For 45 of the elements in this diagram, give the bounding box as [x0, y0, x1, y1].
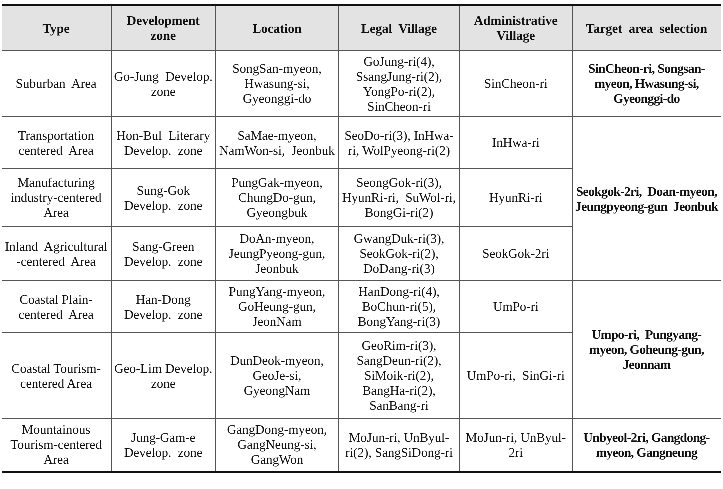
table-text: DoAn-myeon, JeungPyeong-gun, Jeonbuk: [229, 231, 326, 276]
row-header: Manufacturing industry-centered Area: [10, 175, 103, 220]
table-text: GwangDuk-ri(3), SeokGok-ri(2), DoDang-ri(3): [354, 231, 446, 276]
table-text: PungGak-myeon, ChungDo-gun, Gyeongbuk: [232, 175, 324, 220]
table-text: Sang-Green Develop. zone: [124, 238, 203, 268]
table-text: Hon-Bul Literary Develop. zone: [116, 128, 212, 158]
selection-text: SinCheon-ri, Songsan-myeon, Hwasung-si, Gyeonggi-do: [588, 61, 706, 106]
selection-text: Unbyeol-2ri, Gangdong-myeon, Gangneung: [584, 430, 710, 460]
table-text: HanDong-ri(4), BoChun-ri(5), BongYang-ri(3): [358, 284, 442, 329]
selection-text: Umpo-ri, Pungyang-myeon, Goheung-gun, Jeonnam: [589, 327, 706, 372]
table-text: Han-Dong Develop. zone: [124, 292, 203, 322]
table-text: MoJun-ri, UnByul-ri(2), SangSiDong-ri: [345, 430, 454, 460]
column-header: Legal Village: [361, 20, 438, 36]
table-text: SinCheon-ri: [484, 76, 548, 91]
column-header: Administrative Village: [474, 13, 559, 43]
table-text: Geo-Lim Develop. zone: [114, 360, 214, 390]
table-text: InHwa-ri: [492, 135, 540, 150]
column-header: Target area selection: [586, 20, 708, 36]
row-header: Inland Agricultural -centered Area: [5, 238, 109, 268]
table-text: Go-Jung Develop. zone: [114, 68, 214, 98]
table-text: Jung-Gam-e Develop. zone: [124, 430, 203, 460]
table-text: GeoRim-ri(3), SangDeun-ri(2), SiMoik-ri(2), BangHa-ri(2), SanBang-ri: [356, 338, 443, 413]
table-text: MoJun-ri, UnByul-2ri: [466, 430, 566, 460]
row-header: Coastal Plain-centered Area: [18, 292, 94, 322]
table-text: GangDong-myeon, GangNeung-si, GangWon: [227, 422, 328, 468]
row-header: Suburban Area: [16, 76, 97, 91]
table-text: DunDeok-myeon, GeoJe-si, GyeongNam: [230, 353, 326, 398]
table-text: PungYang-myeon, GoHeung-gun, JeonNam: [228, 284, 327, 329]
column-header: Type: [42, 20, 70, 36]
table-text: GoJung-ri(4), SsangJung-ri(2), YongPo-ri(2), SinCheon-ri: [356, 54, 444, 114]
table-text: SeoDo-ri(3), InHwa-ri, WolPyeong-ri(2): [344, 128, 454, 158]
column-header: Development zone: [127, 13, 202, 43]
table-text: SeongGok-ri(3), HyunRi-ri, SuWol-ri, BongGi-ri(2): [342, 175, 458, 220]
table-text: HyunRi-ri: [489, 190, 543, 205]
table-text: SongSan-myeon, Hwasung-si, Gyeonggi-do: [232, 61, 323, 106]
table-text: UmPo-ri: [493, 299, 539, 314]
table-text: Sung-Gok Develop. zone: [124, 182, 203, 212]
table-text: UmPo-ri, SinGi-ri: [467, 368, 565, 383]
table-text: SaMae-myeon, NamWon-si, Jeonbuk: [219, 128, 336, 158]
column-header: Location: [252, 20, 302, 36]
row-header: Coastal Tourism-centered Area: [12, 360, 102, 390]
table-text: SeokGok-2ri: [482, 246, 550, 261]
row-header: Transportation centered Area: [18, 128, 96, 158]
selection-text: Seokgok-2ri, Doan-myeon, Jeungpyeong-gun Jeonbuk: [575, 184, 720, 214]
row-header: Mountainous Tourism-centered Area: [10, 422, 104, 468]
